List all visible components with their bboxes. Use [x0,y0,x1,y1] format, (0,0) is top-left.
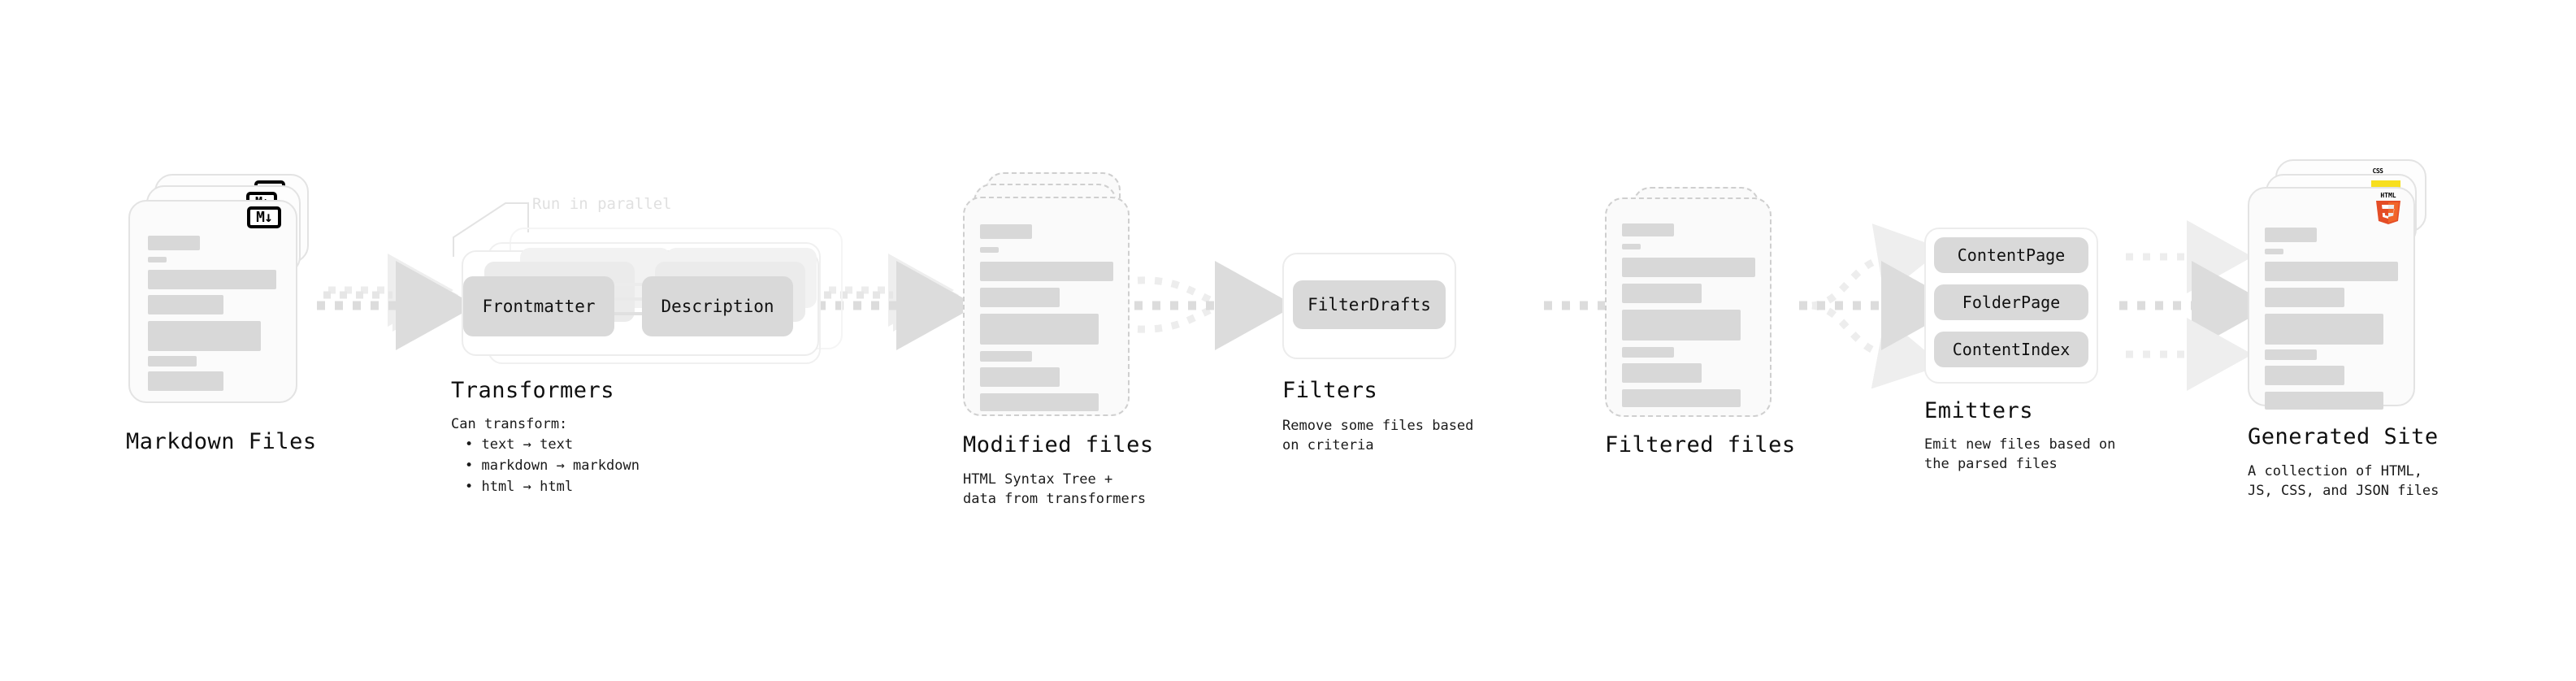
stage-title-emitters: Emitters [1924,398,2034,423]
content-bar [2265,366,2344,385]
markdown-doc-content [130,202,296,401]
content-bar [148,356,197,367]
transformers-bullet-2: • html → html [465,479,574,495]
markdown-badge-front: M↓ [247,206,281,228]
emitters-subtitle: Emit new files based on the parsed files [1924,436,2116,472]
connector-transformers-to-modified [817,254,977,350]
content-bar [2265,249,2283,254]
content-bar [148,295,223,314]
run-in-parallel-bracket [453,202,529,257]
content-bar [148,270,276,289]
content-bar [1622,363,1702,383]
markdown-doc-front [128,200,297,403]
filtered-doc-front [1605,197,1772,417]
emitter-pill-contentindex[interactable]: ContentIndex [1934,332,2088,367]
content-bar [2265,392,2383,410]
content-bar [980,367,1060,387]
emitter-pill-folderpage[interactable]: FolderPage [1934,284,2088,320]
content-bar [1622,389,1741,407]
content-bar [148,236,200,250]
modified-doc-content [965,198,1128,414]
filters-subtitle: Remove some files based on criteria [1282,418,1474,453]
site-doc-content [2249,189,2413,410]
filtered-doc-content [1607,199,1770,415]
content-bar [2265,314,2383,345]
stage-title-modified-files: Modified files [963,432,1154,458]
modified-files-subtitle: HTML Syntax Tree + data from transformer… [963,471,1147,507]
stage-title-markdown-files: Markdown Files [126,429,317,454]
content-bar [980,314,1099,345]
html5-icon: HTML [2376,192,2400,224]
content-bar [980,224,1032,239]
generated-site-subtitle: A collection of HTML, JS, CSS, and JSON … [2248,463,2439,499]
svg-text:HTML: HTML [2380,192,2396,199]
content-bar [980,288,1060,307]
content-bar [980,247,999,253]
stage-title-filtered-files: Filtered files [1605,432,1796,458]
transformers-bullet-1: • markdown → markdown [465,458,640,474]
run-in-parallel-label: Run in parallel [532,195,672,213]
content-bar [148,371,223,391]
content-bar [2265,349,2317,360]
transformer-pill-description[interactable]: Description [642,276,793,336]
content-bar [2265,288,2344,307]
content-bar [1622,284,1702,303]
content-bar [1622,258,1755,277]
transformer-pill-frontmatter[interactable]: Frontmatter [463,276,614,336]
stage-title-transformers: Transformers [451,378,615,403]
markdown-badge-text: M↓ [256,208,273,226]
content-bar [148,257,167,262]
content-bar [1622,347,1674,358]
emitter-pill-contentpage[interactable]: ContentPage [1934,237,2088,273]
content-bar [1622,244,1641,249]
content-bar [2265,228,2317,242]
content-bar [148,321,261,351]
connector-filtered-to-emitters [1799,223,1962,389]
stage-title-generated-site: Generated Site [2248,424,2439,449]
content-bar [1622,223,1674,236]
content-bar [980,393,1099,411]
filter-pill-filterdrafts[interactable]: FilterDrafts [1293,280,1446,329]
css-icon-label: CSS [2372,167,2383,175]
content-bar [980,351,1032,362]
content-bar [1622,310,1741,340]
transformers-bullet-0: • text → text [465,436,574,453]
connector-md-to-transformers [317,254,476,350]
content-bar [980,262,1113,281]
content-bar [2265,262,2398,281]
connector-emitters-to-site [2119,220,2272,391]
site-doc-front [2248,187,2415,410]
connector-modified-to-filters [1134,261,1295,350]
transformers-subtitle: Can transform: [451,416,568,432]
stage-title-filters: Filters [1282,378,1378,403]
modified-doc-front [963,197,1130,416]
